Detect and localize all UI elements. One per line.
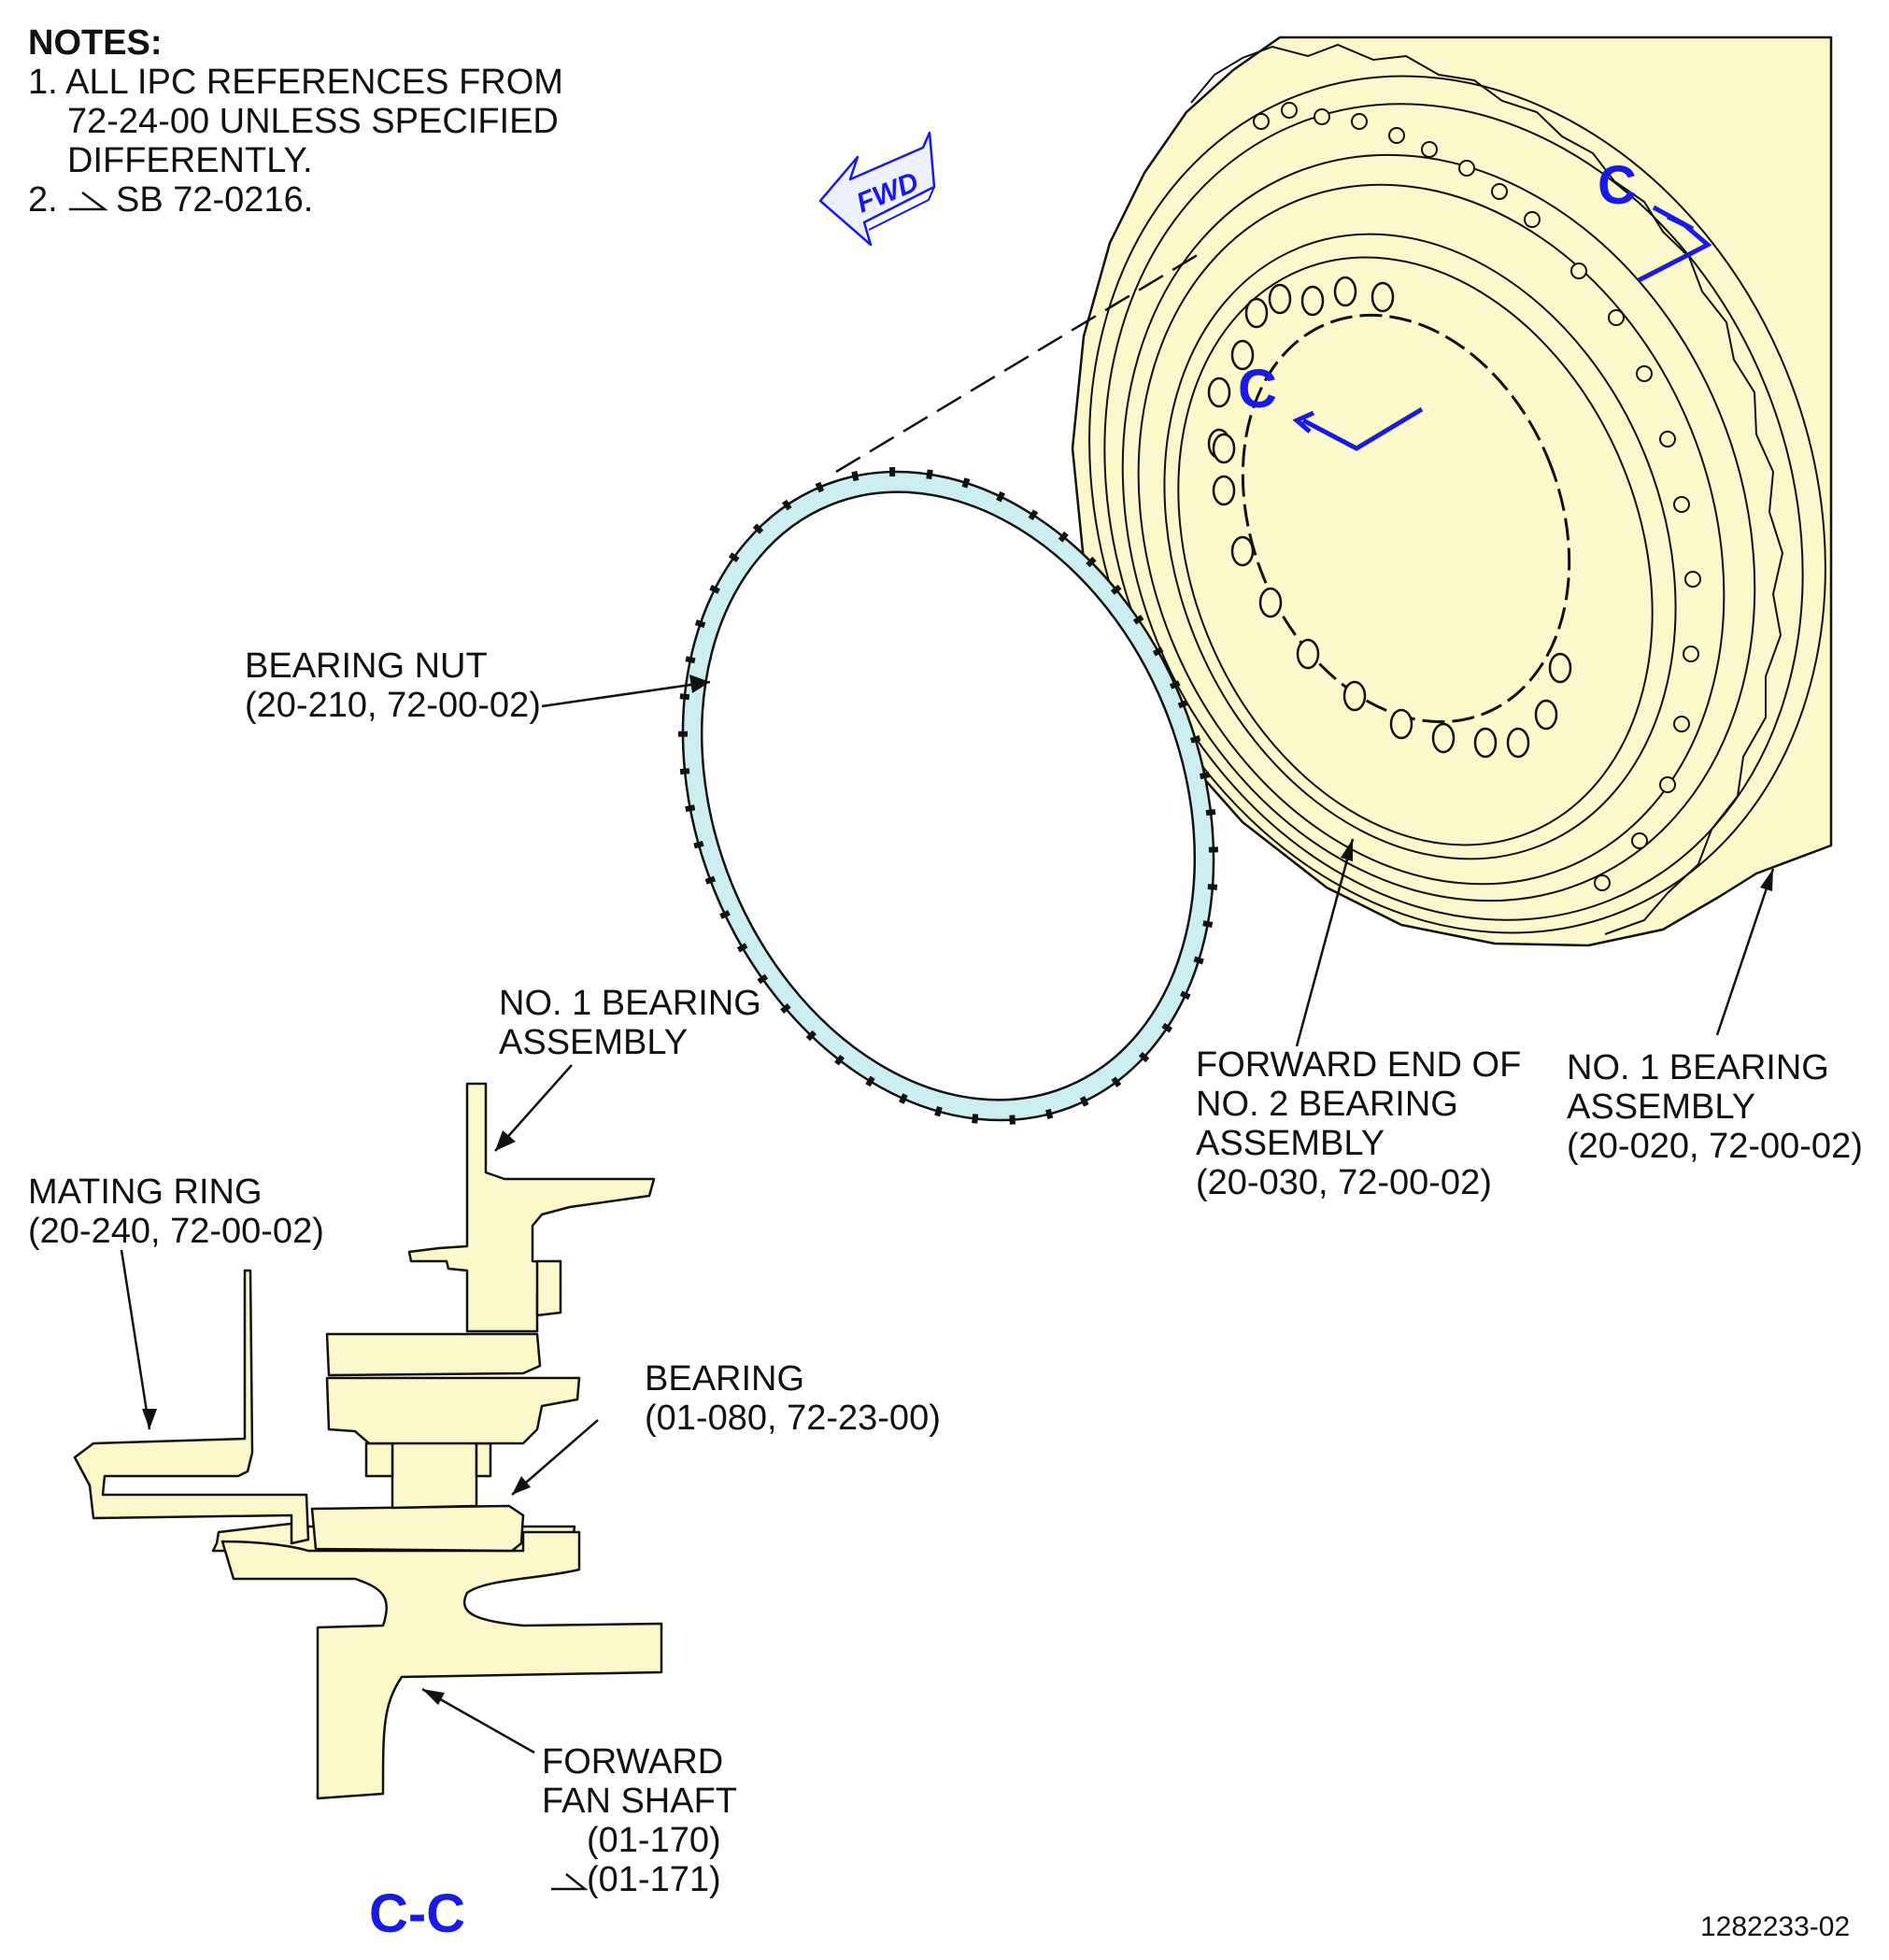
callout-fwd-end-line4: (20-030, 72-00-02): [1196, 1163, 1492, 1202]
callout-fan-shaft-line4: (01-171): [587, 1860, 721, 1899]
callout-fan-shaft-line1: FORWARD: [542, 1742, 723, 1782]
note-line-4-number: 2.: [28, 180, 58, 220]
callout-no1-upper-line1: NO. 1 BEARING: [499, 984, 761, 1023]
callout-no1-right-line3: (20-020, 72-00-02): [1567, 1127, 1863, 1166]
callout-mating-ring-line2: (20-240, 72-00-02): [28, 1212, 324, 1251]
callout-bearing: BEARING (01-080, 72-23-00): [645, 1359, 941, 1438]
note-line-3: DIFFERENTLY.: [67, 141, 313, 180]
sb-flag-icon: [69, 192, 108, 211]
view-title-c-c: C-C: [369, 1883, 465, 1944]
note-line-2: 72-24-00 UNLESS SPECIFIED: [67, 102, 559, 141]
section-marker-upper: C: [1598, 155, 1712, 283]
callout-bearing-nut-line1: BEARING NUT: [245, 646, 488, 686]
alignment-line: [835, 249, 1206, 474]
note-line-4-text: SB 72-0216.: [116, 180, 313, 220]
callout-fwd-end-line1: FORWARD END OF: [1196, 1045, 1521, 1085]
notes-heading: NOTES:: [28, 23, 163, 63]
callout-fan-shaft-line2: FAN SHAFT: [542, 1782, 737, 1821]
leader-lines: [120, 675, 1775, 1754]
callout-no1-right-line1: NO. 1 BEARING: [1567, 1048, 1829, 1087]
figure-number: 1282233-02: [1700, 1911, 1850, 1942]
callout-no1-bearing-upper: NO. 1 BEARING ASSEMBLY: [499, 984, 761, 1062]
callout-forward-fan-shaft: FORWARD FAN SHAFT (01-170) (01-171): [542, 1742, 737, 1899]
callout-forward-end-no2: FORWARD END OF NO. 2 BEARING ASSEMBLY (2…: [1196, 1045, 1521, 1202]
bearing-nut-ring: [678, 467, 1218, 1125]
callout-bearing-line2: (01-080, 72-23-00): [645, 1399, 941, 1438]
callout-no1-bearing-right: NO. 1 BEARING ASSEMBLY (20-020, 72-00-02…: [1567, 1048, 1863, 1166]
callout-no1-right-line2: ASSEMBLY: [1567, 1087, 1755, 1127]
callout-bearing-nut: BEARING NUT (20-210, 72-00-02): [245, 646, 541, 725]
callout-mating-ring-line1: MATING RING: [28, 1172, 263, 1212]
sb-flag-icon: [551, 1873, 589, 1891]
section-marker-lower: C: [1238, 359, 1424, 451]
callout-bearing-line1: BEARING: [645, 1359, 804, 1399]
callout-no1-upper-line2: ASSEMBLY: [499, 1023, 688, 1062]
section-c-c-view: [73, 1082, 663, 1800]
section-c-upper-label: C: [1598, 155, 1637, 216]
callout-fwd-end-line3: ASSEMBLY: [1196, 1124, 1385, 1163]
bearing-housing-assembly: [1071, 36, 1833, 947]
notes-block: NOTES: 1. ALL IPC REFERENCES FROM 72-24-…: [28, 23, 563, 220]
callout-fwd-end-line2: NO. 2 BEARING: [1196, 1085, 1458, 1124]
callout-bearing-nut-line2: (20-210, 72-00-02): [245, 686, 541, 725]
section-c-lower-label: C: [1238, 359, 1277, 419]
callout-fan-shaft-line3: (01-170): [587, 1821, 721, 1860]
callout-mating-ring: MATING RING (20-240, 72-00-02): [28, 1172, 324, 1251]
note-line-1: 1. ALL IPC REFERENCES FROM: [28, 63, 563, 102]
fwd-arrow-icon: FWD: [818, 131, 936, 247]
